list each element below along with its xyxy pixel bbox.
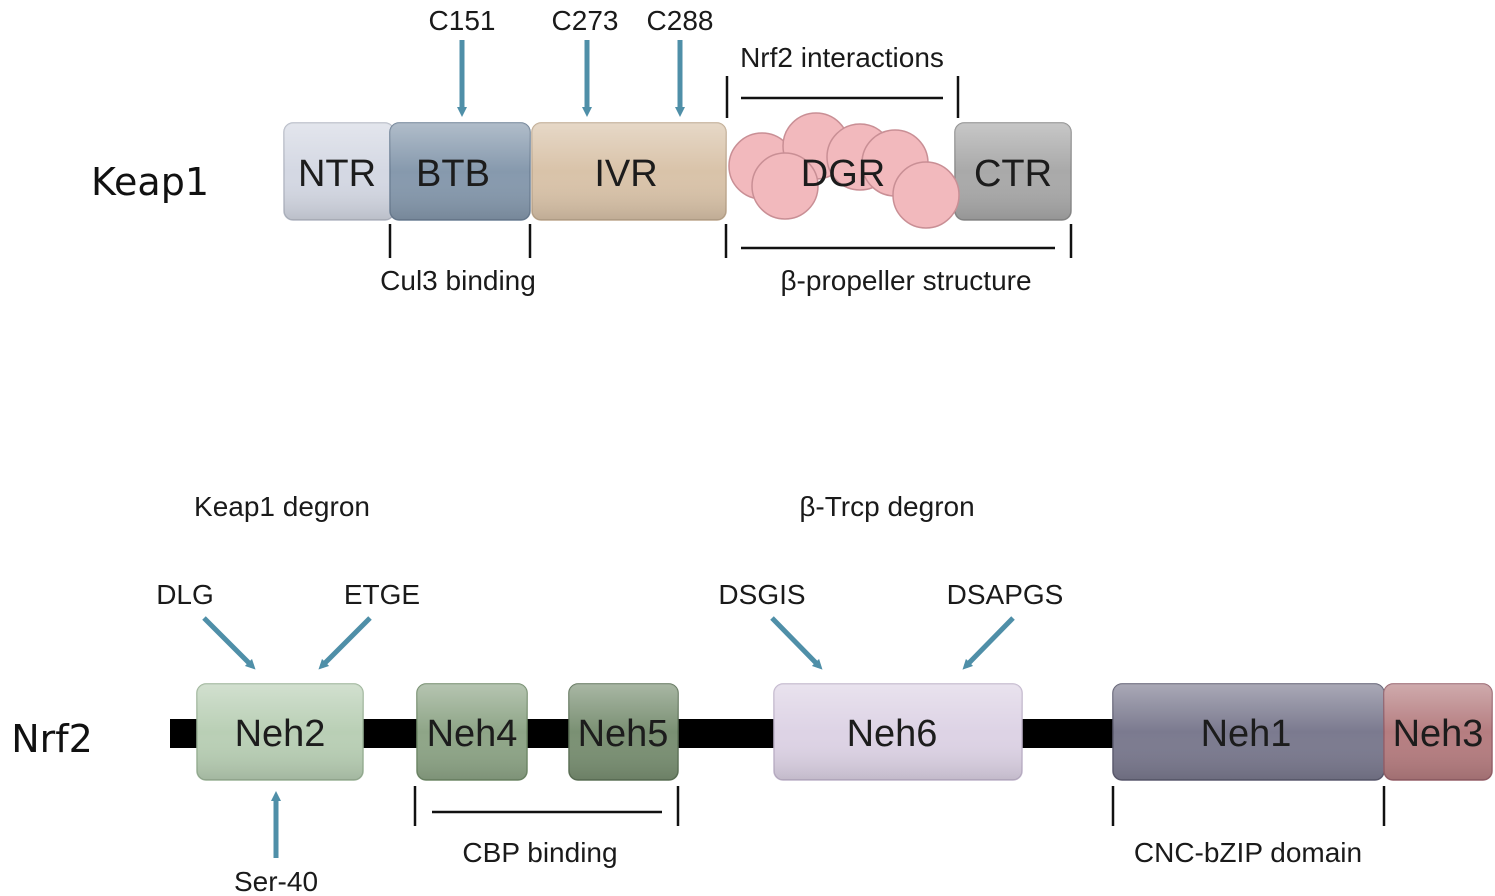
dgr-blade xyxy=(751,152,819,220)
motif-label-dlg: DLG xyxy=(156,579,214,610)
cysteine-sites: C151 C273 C288 xyxy=(429,5,714,117)
cys-label-c151: C151 xyxy=(429,5,496,36)
btrcp-degron-label: β-Trcp degron xyxy=(799,491,974,522)
cbp-binding-annotation: CBP binding xyxy=(413,786,680,868)
beta-propeller-annotation: β-propeller structure xyxy=(724,224,1073,296)
ser40-site: Ser-40 xyxy=(234,791,318,896)
motif-label-dsgis: DSGIS xyxy=(718,579,805,610)
neh5-label: Neh5 xyxy=(578,713,669,755)
neh2-label: Neh2 xyxy=(235,713,326,755)
motif-label-etge: ETGE xyxy=(344,579,420,610)
keap1-domain-ctr: CTR xyxy=(954,122,1072,221)
nrf2-domain-neh2: Neh2 xyxy=(196,683,364,781)
ivr-shade xyxy=(532,123,726,220)
keap1-domain-dgr: DGR xyxy=(728,112,960,229)
keap1-section: Keap1 NTR BTB IVR CTR xyxy=(91,5,1073,296)
neh4-label: Neh4 xyxy=(427,713,518,755)
motif-arrow-dsgis xyxy=(770,616,823,670)
neh6-shade xyxy=(774,684,1022,780)
degron-motifs: DLG ETGE DSGIS DSAPGS xyxy=(156,579,1064,670)
ivr-label: IVR xyxy=(594,153,657,195)
nrf2-domain-neh4: Neh4 xyxy=(416,683,528,781)
nrf2-interactions-label: Nrf2 interactions xyxy=(740,42,944,73)
ser40-label: Ser-40 xyxy=(234,866,318,896)
ctr-label: CTR xyxy=(974,153,1052,195)
neh2-shade xyxy=(197,684,363,780)
cul3-binding-label: Cul3 binding xyxy=(380,265,536,296)
neh1-label: Neh1 xyxy=(1201,713,1292,755)
neh5-shade xyxy=(569,684,678,780)
nrf2-domain-neh6: Neh6 xyxy=(773,683,1023,781)
ntr-shade xyxy=(284,123,394,220)
btb-label: BTB xyxy=(416,153,490,195)
neh1-shade xyxy=(1113,684,1384,780)
motif-arrow-dsapgs xyxy=(962,616,1015,670)
motif-arrow-etge xyxy=(318,616,372,670)
cul3-binding-annotation: Cul3 binding xyxy=(380,224,536,296)
beta-propeller-label: β-propeller structure xyxy=(780,265,1031,296)
neh3-label: Neh3 xyxy=(1393,713,1484,755)
ctr-shade xyxy=(955,123,1071,220)
cnc-bzip-label: CNC-bZIP domain xyxy=(1134,837,1362,868)
ntr-label: NTR xyxy=(298,153,376,195)
nrf2-label: Nrf2 xyxy=(11,717,93,761)
keap1-degron-label: Keap1 degron xyxy=(194,491,370,522)
cys-label-c273: C273 xyxy=(552,5,619,36)
btb-shade xyxy=(390,123,530,220)
nrf2-interactions-annotation: Nrf2 interactions xyxy=(725,42,960,118)
keap1-domain-btb: BTB xyxy=(389,122,531,221)
neh3-shade xyxy=(1384,684,1492,780)
nrf2-domain-neh3: Neh3 xyxy=(1383,683,1493,781)
motif-arrow-dlg xyxy=(202,616,256,670)
keap1-domain-ntr: NTR xyxy=(283,122,395,221)
neh6-label: Neh6 xyxy=(847,713,938,755)
neh4-shade xyxy=(417,684,527,780)
nrf2-domain-neh1: Neh1 xyxy=(1112,683,1385,781)
keap1-label: Keap1 xyxy=(91,160,209,204)
dgr-blade xyxy=(892,161,960,229)
keap1-domain-ivr: IVR xyxy=(531,122,727,221)
cnc-bzip-annotation: CNC-bZIP domain xyxy=(1111,786,1386,868)
motif-label-dsapgs: DSAPGS xyxy=(947,579,1064,610)
cbp-binding-label: CBP binding xyxy=(462,837,617,868)
nrf2-section: Nrf2 Neh2 Neh4 Neh5 Neh6 xyxy=(11,491,1493,896)
dgr-label: DGR xyxy=(801,153,885,195)
nrf2-domain-neh5: Neh5 xyxy=(568,683,679,781)
cys-label-c288: C288 xyxy=(647,5,714,36)
